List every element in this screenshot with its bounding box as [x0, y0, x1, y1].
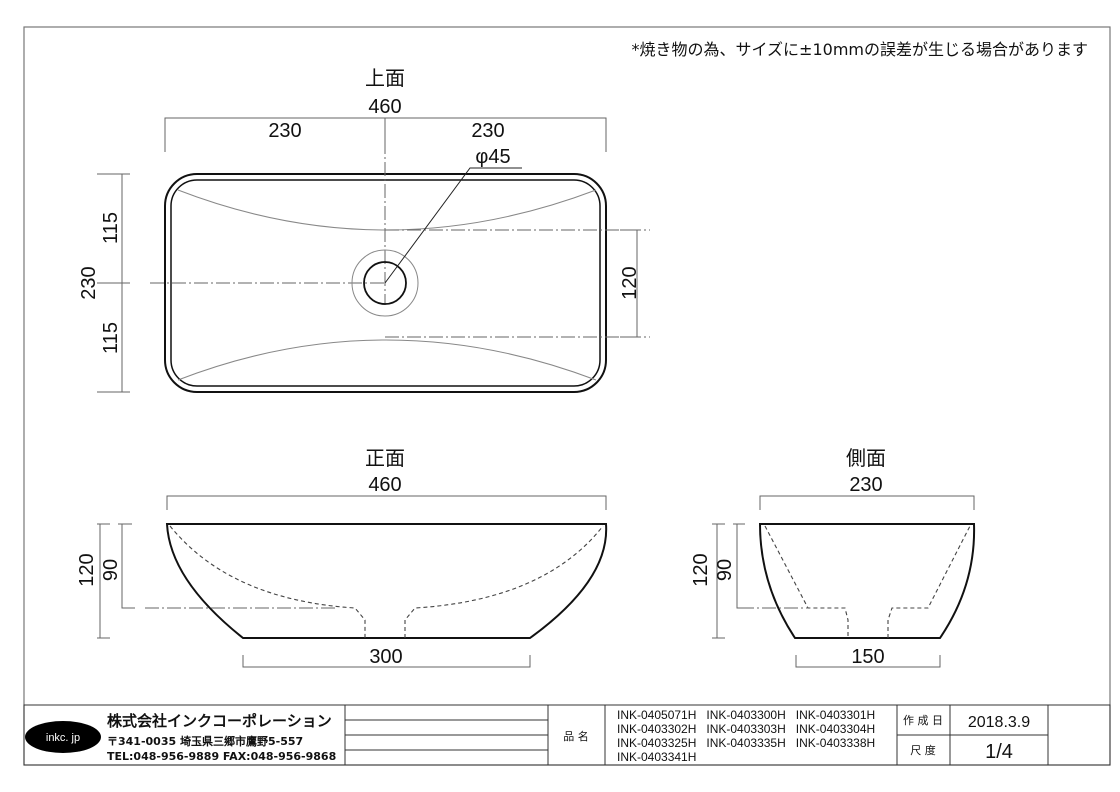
top-width-right: 230	[471, 120, 504, 142]
basin-upper-curve	[177, 189, 597, 231]
top-width-left: 230	[268, 120, 301, 142]
title-block-frame	[23, 704, 1111, 766]
front-inner-depth: 90	[100, 559, 122, 581]
tolerance-note: *焼き物の為、サイズに±10mmの誤差が生じる場合があります	[632, 40, 1088, 59]
top-width-total: 460	[368, 96, 401, 118]
front-hidden-inner	[169, 525, 604, 638]
front-width-total: 460	[368, 474, 401, 496]
side-base-dimension	[795, 655, 941, 668]
side-view-title: 側面	[846, 446, 886, 470]
product-codes-row-2: INK-0403302H INK-0403303H INK-0403304H	[617, 722, 875, 736]
company-logo	[25, 721, 101, 753]
side-hidden-inner	[764, 525, 971, 638]
side-inner-depth: 90	[714, 559, 736, 581]
front-view-title: 正面	[365, 446, 405, 470]
side-base-width: 150	[851, 646, 884, 668]
front-width-dimension	[166, 495, 607, 510]
front-view: 正面 460 120 90 300	[76, 446, 608, 668]
company-contact: TEL:048-956-9889 FAX:048-956-9868	[107, 750, 336, 763]
title-block-grid	[344, 705, 1049, 765]
drain-diameter: φ45	[475, 146, 510, 168]
drain-leader-line	[384, 167, 522, 284]
company-address: 〒341-0035 埼玉県三郷市鷹野5-557	[107, 734, 303, 748]
side-width-dimension	[759, 495, 975, 510]
product-label: 品 名	[563, 729, 589, 743]
basin-lower-curve	[177, 339, 597, 381]
side-view: 側面 230 120 90 150	[690, 446, 976, 668]
center-lines	[150, 140, 650, 338]
company-name: 株式会社インクコーポレーション	[107, 712, 332, 730]
top-depth-lower: 115	[100, 322, 122, 354]
front-base-width: 300	[369, 646, 402, 668]
product-codes-row-1: INK-0405071H INK-0403300H INK-0403301H	[617, 708, 875, 722]
bowl-width: 120	[619, 266, 641, 299]
logo-text: inkc. jp	[46, 732, 80, 744]
front-base-dimension	[242, 655, 531, 668]
title-block: inkc. jp 株式会社インクコーポレーション 〒341-0035 埼玉県三郷…	[23, 704, 1111, 766]
front-height-dimensions	[97, 523, 135, 639]
side-height-total: 120	[690, 553, 712, 586]
product-codes-row-4: INK-0403341H	[617, 750, 696, 764]
top-depth-dimension	[97, 173, 130, 393]
side-width-total: 230	[849, 474, 882, 496]
top-depth-total: 230	[78, 266, 100, 299]
front-height-total: 120	[76, 553, 98, 586]
scale-label: 尺 度	[910, 743, 936, 757]
front-body-outline	[165, 523, 608, 639]
side-height-dimensions	[712, 523, 745, 639]
side-body-outline	[758, 523, 976, 639]
product-codes-row-3: INK-0403325H INK-0403335H INK-0403338H	[617, 736, 875, 750]
top-depth-upper: 115	[100, 212, 122, 244]
drain-surround	[351, 249, 419, 317]
bowl-width-dimension	[620, 229, 638, 338]
scale-value: 1/4	[985, 741, 1013, 763]
top-view: 上面 460 230 230 φ45 115 115 230 120	[78, 66, 650, 393]
top-view-title: 上面	[365, 66, 405, 90]
date-value: 2018.3.9	[968, 714, 1030, 731]
drain-hole	[363, 261, 407, 305]
sheet-border	[23, 26, 1111, 766]
date-label: 作 成 日	[903, 714, 943, 727]
